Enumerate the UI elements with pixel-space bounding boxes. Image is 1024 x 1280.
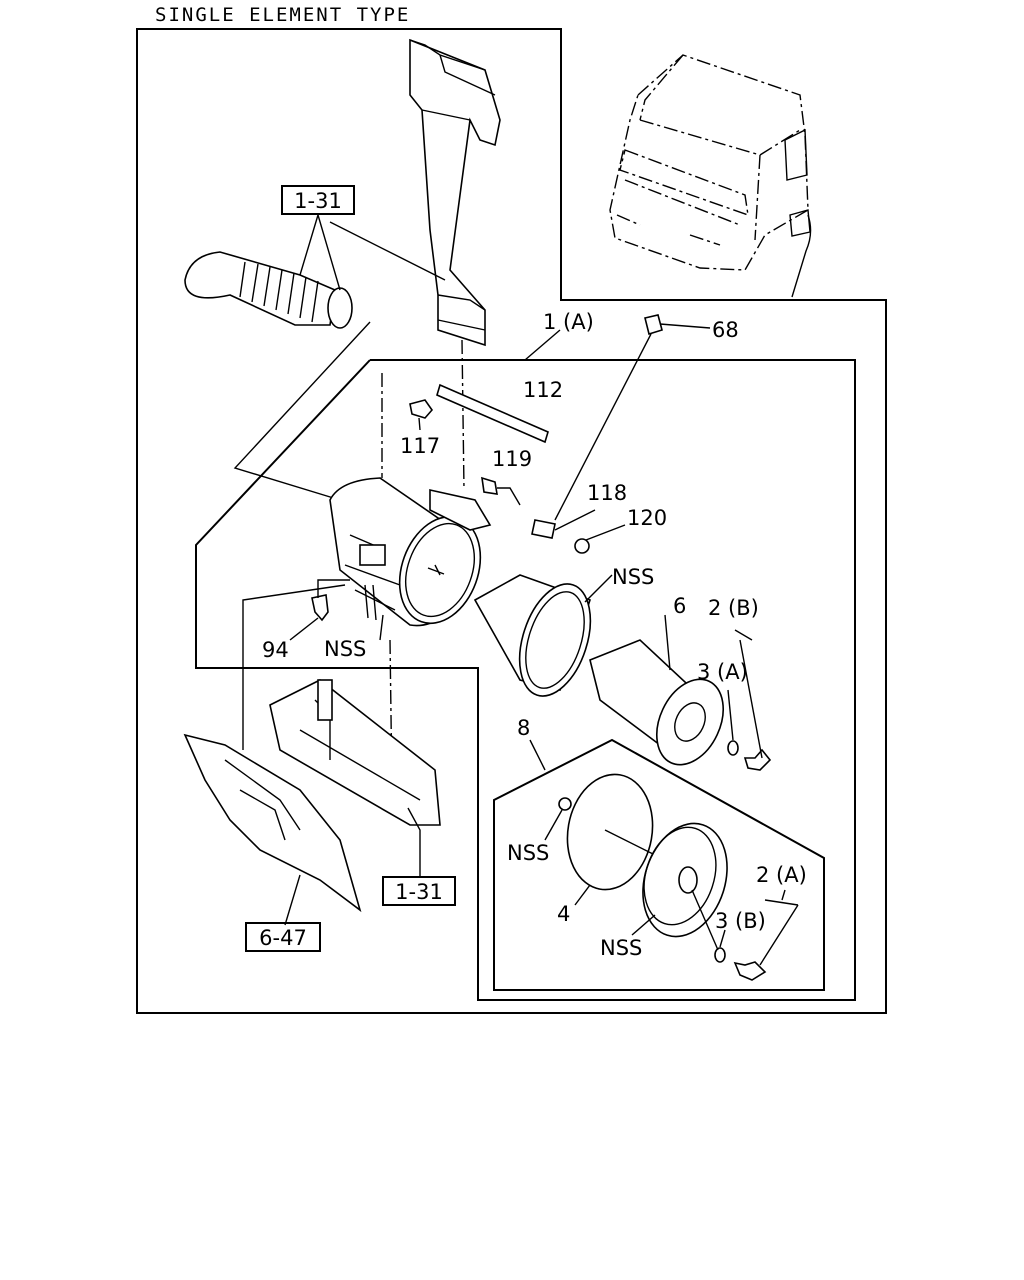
label-nss-stud[interactable]: NSS	[324, 637, 366, 661]
label-2a[interactable]: 2 (A)	[756, 863, 807, 887]
bracket-leader	[242, 584, 346, 750]
wing-bolt-2a	[733, 889, 799, 981]
label-nss-washer[interactable]: NSS	[507, 841, 549, 865]
label-68[interactable]: 68	[712, 318, 739, 342]
cover-plate	[631, 822, 728, 938]
part-117-fitting	[409, 399, 434, 431]
label-119[interactable]: 119	[492, 447, 532, 471]
label-4[interactable]: 4	[557, 902, 570, 926]
air-cleaner-body	[473, 574, 613, 697]
washer-3a	[727, 689, 739, 756]
filter-element	[589, 614, 724, 766]
assembly-box	[195, 359, 856, 1001]
label-112[interactable]: 112	[523, 378, 563, 402]
svg-text:1-31: 1-31	[294, 189, 342, 213]
part-68-cap	[554, 314, 711, 521]
label-8[interactable]: 8	[517, 716, 530, 740]
svg-text:1-31: 1-31	[395, 880, 443, 904]
label-nss-body[interactable]: NSS	[612, 565, 654, 589]
label-118[interactable]: 118	[587, 481, 627, 505]
part-118-clamp	[531, 509, 596, 539]
part-119-bolt	[481, 476, 521, 506]
label-120[interactable]: 120	[627, 506, 667, 530]
label-3b[interactable]: 3 (B)	[715, 909, 766, 933]
intake-snorkel	[409, 38, 501, 491]
ref-box-frame[interactable]: 1-31	[382, 876, 456, 906]
label-94[interactable]: 94	[262, 638, 289, 662]
wing-bolt-2b	[734, 629, 772, 771]
svg-text:6-47: 6-47	[259, 926, 307, 950]
label-assembly[interactable]: 1 (A)	[543, 310, 594, 334]
part-120-nut	[574, 524, 626, 554]
cover-subassembly-box	[493, 738, 825, 991]
nss-stud	[364, 584, 384, 641]
intake-hose	[184, 214, 446, 329]
truck-cab-illustration	[609, 54, 812, 298]
label-117[interactable]: 117	[400, 434, 440, 458]
outer-frame	[136, 28, 887, 1014]
ref-box-bracket[interactable]: 6-47	[245, 922, 321, 952]
part-112-hose	[436, 383, 549, 444]
label-3a[interactable]: 3 (A)	[697, 660, 748, 684]
label-2b[interactable]: 2 (B)	[708, 596, 759, 620]
mounting-frame	[269, 679, 441, 878]
diagram-title: SINGLE ELEMENT TYPE	[155, 4, 410, 26]
label-6[interactable]: 6	[673, 594, 686, 618]
hose-leader	[233, 321, 371, 501]
label-nss-cover[interactable]: NSS	[600, 936, 642, 960]
nss-washer-small	[544, 797, 572, 841]
side-bracket	[183, 733, 362, 926]
part-94-valve	[289, 579, 350, 641]
gasket-4	[566, 773, 656, 906]
cover-box-leader	[529, 739, 546, 771]
washer-3b	[691, 889, 726, 963]
ref-box-pipe[interactable]: 1-31	[281, 185, 355, 215]
air-cleaner-housing	[329, 477, 492, 627]
